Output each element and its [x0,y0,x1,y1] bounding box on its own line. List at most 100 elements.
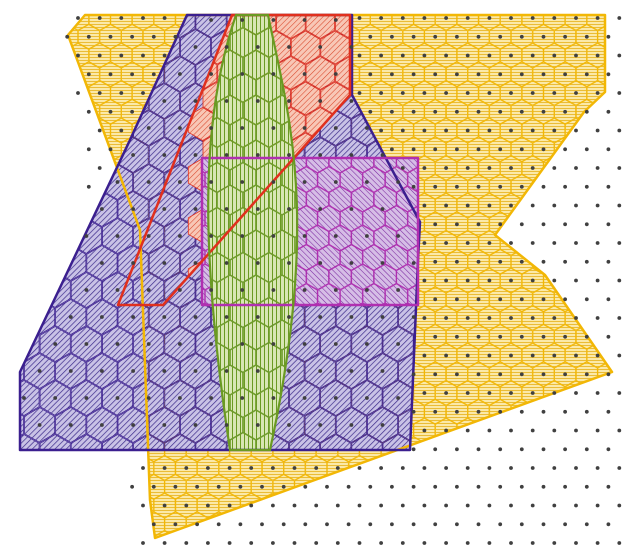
yellow-cell-center [476,222,481,227]
yellow-hex-cell [88,530,111,538]
magenta-hex-cell [306,185,329,213]
yellow-cell-center [617,166,622,170]
yellow-hex-cell [620,437,631,461]
yellow-cell-center [433,297,438,302]
yellow-cell-center [606,222,611,227]
blue-cell-center [209,288,214,292]
yellow-cell-center [541,147,546,152]
yellow-cell-center [173,34,178,39]
yellow-cell-center [249,503,254,508]
yellow-cell-center [465,241,470,245]
yellow-cell-center [595,166,600,170]
yellow-cell-center [444,353,448,358]
red-hex-cell [290,30,321,65]
yellow-cell-center [357,91,362,95]
yellow-cell-center [455,372,459,377]
yellow-cell-center [455,34,459,39]
blue-cell-center [318,369,323,373]
yellow-cell-center [552,428,557,433]
yellow-hex-cell [99,474,122,500]
blue-cell-center [37,369,42,373]
blue-cell-center [240,342,245,346]
yellow-cell-center [498,72,503,77]
yellow-cell-center [563,484,567,489]
yellow-cell-center [519,184,524,189]
yellow-cell-center [86,147,91,152]
blue-cell-center [115,288,120,292]
yellow-cell-center [541,109,546,114]
yellow-cell-center [119,128,124,133]
yellow-cell-center [184,541,189,545]
yellow-cell-center [108,72,113,77]
yellow-cell-center [260,522,264,527]
yellow-cell-center [617,466,622,470]
blue-hex-cell [39,110,71,146]
blue-cell-center [53,396,58,400]
blue-cell-center [224,207,229,211]
blue-cell-center [255,423,260,427]
yellow-cell-center [444,541,448,545]
yellow-cell-center [487,166,492,170]
yellow-cell-center [455,334,459,339]
yellow-cell-center [563,447,567,452]
yellow-cell-center [76,53,80,58]
blue-cell-center [302,234,307,238]
yellow-cell-center [238,522,243,527]
blue-cell-center [302,288,307,292]
blue-cell-center [162,423,167,427]
yellow-cell-center [97,16,102,20]
yellow-cell-center [519,72,524,77]
magenta-hex-cell [306,158,329,174]
blue-cell-center [380,423,385,427]
yellow-hex-cell [620,250,631,274]
green-hex-cell [230,432,256,450]
yellow-cell-center [151,34,156,39]
magenta-hex-cell [340,244,363,271]
blue-cell-center [240,18,245,22]
yellow-cell-center [411,34,416,39]
yellow-hex-cell [121,511,143,537]
yellow-cell-center [97,128,102,133]
yellow-cell-center [617,428,622,433]
yellow-cell-center [444,316,448,320]
green-hex-cell [230,387,256,418]
yellow-hex-cell [620,137,631,161]
yellow-cell-center [476,34,481,39]
yellow-hex-cell [68,474,79,500]
yellow-cell-center [574,16,578,20]
yellow-cell-center [455,184,459,189]
yellow-cell-center [433,334,438,339]
yellow-cell-center [476,372,481,377]
yellow-cell-center [422,466,427,470]
green-hex-cell [208,184,217,216]
blue-cell-center [209,72,214,76]
yellow-cell-center [281,484,286,489]
yellow-cell-center [130,484,135,489]
yellow-cell-center [617,91,622,95]
yellow-cell-center [400,16,405,20]
blue-cell-center [224,423,229,427]
blue-cell-center [365,126,369,130]
blue-cell-center [287,423,291,427]
yellow-cell-center [574,91,578,95]
green-hex-cell [217,139,243,171]
blue-cell-center [302,72,307,76]
yellow-cell-center [433,484,438,489]
magenta-hex-cell [407,283,418,305]
blue-cell-center [318,207,323,211]
yellow-cell-center [335,541,340,545]
yellow-cell-center [422,428,427,433]
yellow-cell-center [411,447,416,452]
yellow-cell-center [487,428,492,433]
yellow-cell-center [444,128,448,133]
yellow-cell-center [433,222,438,227]
yellow-cell-center [584,372,589,377]
yellow-cell-center [519,372,524,377]
yellow-cell-center [509,241,513,245]
yellow-cell-center [606,184,611,189]
green-hex-cell [230,252,256,283]
magenta-hex-cell [202,244,206,271]
yellow-cell-center [584,259,589,264]
blue-cell-center [333,180,338,184]
